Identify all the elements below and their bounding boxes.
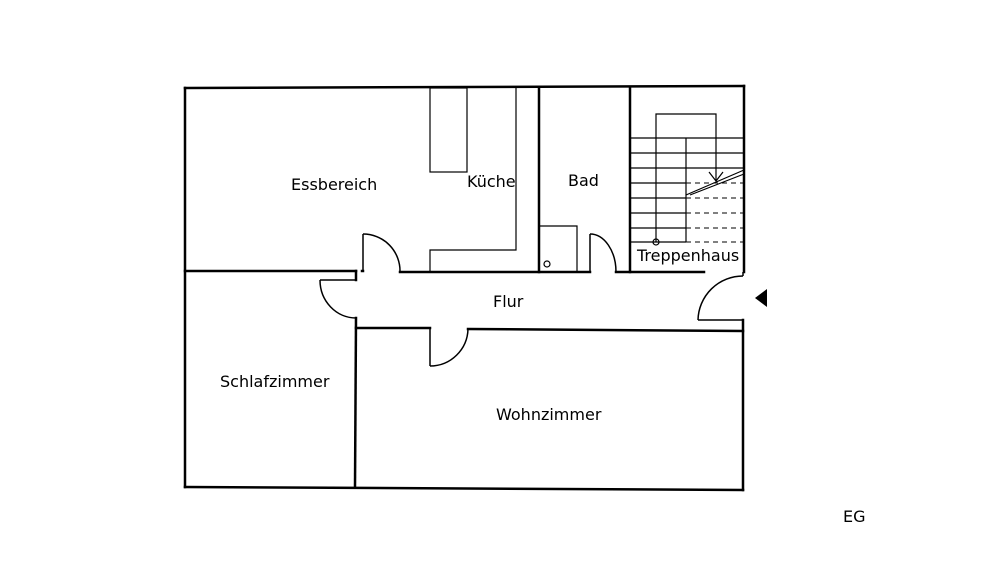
kitchen-counter [429, 87, 517, 272]
room-label-schlafzimmer: Schlafzimmer [220, 372, 330, 391]
room-labels: Essbereich Küche Bad Treppenhaus Flur Sc… [220, 171, 739, 424]
room-label-flur: Flur [493, 292, 524, 311]
outer-walls [183, 84, 746, 492]
room-label-treppenhaus: Treppenhaus [636, 246, 739, 265]
entrance-arrow-icon [755, 289, 767, 307]
interior-walls [183, 86, 745, 489]
floor-level-label: EG [843, 507, 866, 526]
room-label-bad: Bad [568, 171, 599, 190]
room-label-essbereich: Essbereich [291, 175, 377, 194]
doors [319, 233, 744, 367]
room-label-kueche: Küche [467, 172, 516, 191]
shower-tray [539, 225, 578, 272]
room-label-wohnzimmer: Wohnzimmer [496, 405, 602, 424]
stairs [630, 113, 745, 246]
